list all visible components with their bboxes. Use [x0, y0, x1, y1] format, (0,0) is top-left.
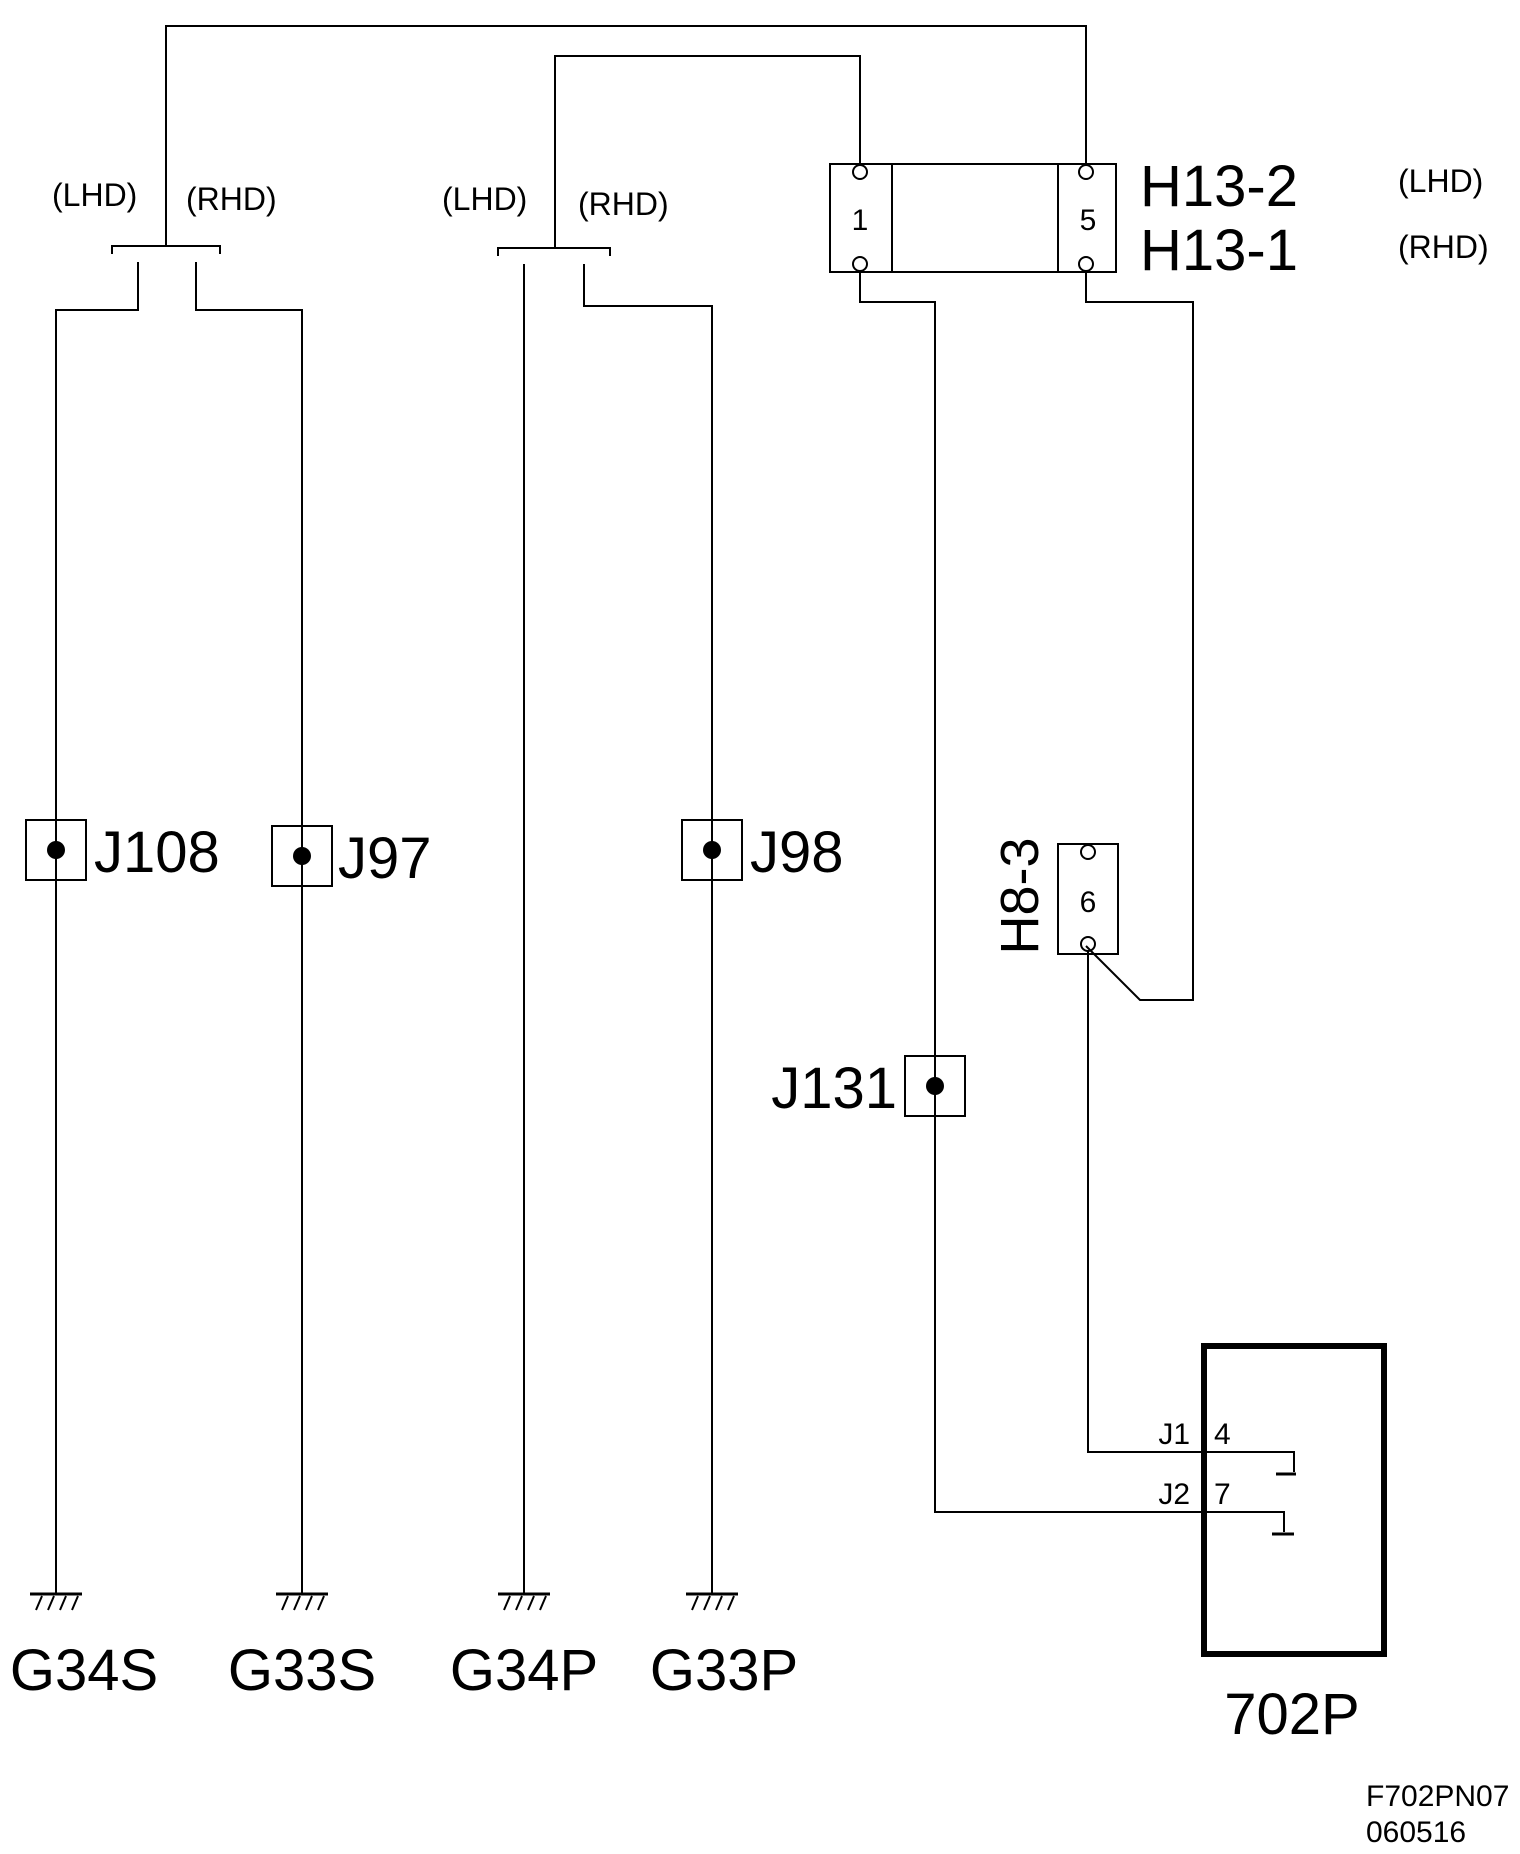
h13-1-label: H13-1: [1140, 218, 1298, 283]
702p-pin-j1-label: J1: [1158, 1418, 1190, 1451]
702p-pin-4: 4: [1214, 1418, 1231, 1451]
h8-3-label: H8-3: [990, 837, 1050, 954]
connector-h8-3: 6 H8-3: [990, 837, 1119, 955]
component-702p: J1 4 J2 7 702P: [1158, 1343, 1387, 1747]
h13-pin-1: 1: [852, 204, 869, 237]
splice-j97-label: J97: [338, 826, 432, 891]
figure-code: F702PN07: [1366, 1780, 1509, 1813]
top-wire-outer: [165, 25, 1087, 240]
ground-g34p-label: G34P: [450, 1638, 598, 1703]
branch-middle-rhd-label: (RHD): [578, 186, 669, 222]
ground-g34p: G34P: [450, 1592, 598, 1703]
branch-left-lhd-label: (LHD): [52, 177, 137, 213]
splice-j108-label: J108: [94, 820, 220, 885]
wire-h13-pin5-to-h8: [1085, 271, 1194, 1001]
wire-h13-pin1-to-702p: [859, 271, 1210, 1513]
ground-g34s: G34S: [10, 1592, 158, 1703]
ground-g33p-label: G33P: [650, 1638, 798, 1703]
branch-left-rhd-label: (RHD): [186, 181, 277, 217]
ground-g33p: G33P: [650, 1592, 798, 1703]
h8-pin-6: 6: [1080, 886, 1097, 919]
h13-pin-5: 5: [1080, 204, 1097, 237]
connector-h13: 1 5 H13-2 H13-1 (LHD) (RHD): [829, 154, 1489, 283]
ground-g33s: G33S: [228, 1592, 376, 1703]
branch-left: (LHD) (RHD): [52, 177, 303, 1594]
splice-j98-label: J98: [750, 820, 844, 885]
branch-middle: (LHD) (RHD): [442, 181, 713, 1594]
h13-2-label: H13-2: [1140, 154, 1298, 219]
h13-1-variant: (RHD): [1398, 229, 1489, 265]
702p-pin-j2-label: J2: [1158, 1478, 1190, 1511]
figure-date: 060516: [1366, 1816, 1466, 1849]
splice-j108: J108: [25, 819, 220, 885]
h13-2-variant: (LHD): [1398, 163, 1483, 199]
component-702p-label: 702P: [1224, 1682, 1359, 1747]
wire-h8-to-702p: [1087, 951, 1210, 1453]
ground-g33s-label: G33S: [228, 1638, 376, 1703]
splice-j98: J98: [681, 819, 844, 885]
ground-g34s-label: G34S: [10, 1638, 158, 1703]
702p-pin-7: 7: [1214, 1478, 1231, 1511]
splice-j131: J131: [771, 1055, 966, 1121]
splice-j97: J97: [271, 825, 432, 891]
top-wire-inner: [554, 55, 861, 244]
splice-j131-label: J131: [771, 1056, 897, 1121]
branch-middle-lhd-label: (LHD): [442, 181, 527, 217]
